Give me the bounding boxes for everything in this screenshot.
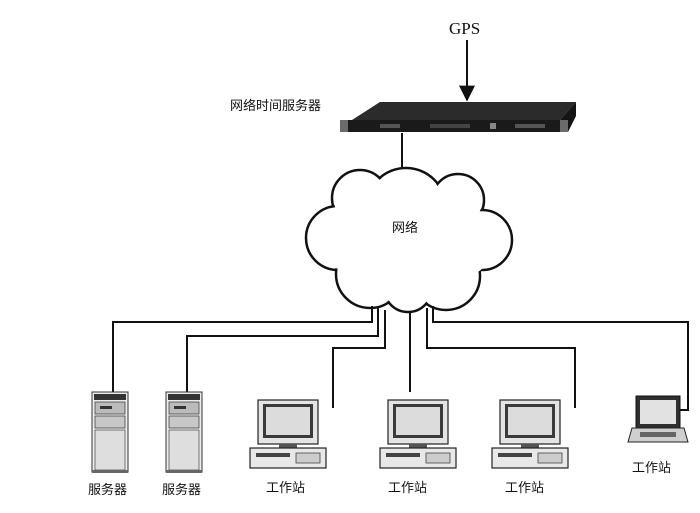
- network-label: 网络: [392, 221, 419, 236]
- device-label: 工作站: [505, 481, 545, 496]
- device-label: 服务器: [162, 483, 202, 498]
- device-label: 服务器: [88, 483, 128, 498]
- device-label: 工作站: [388, 481, 428, 496]
- device-label: 工作站: [632, 461, 672, 476]
- workstation-1: [249, 399, 327, 469]
- workstation-3: [491, 399, 569, 469]
- server-tower-1: [91, 391, 129, 473]
- laptop: [627, 395, 689, 443]
- gps-label: GPS: [449, 19, 481, 38]
- device-label: 工作站: [266, 481, 306, 496]
- time-server-label: 网络时间服务器: [230, 99, 322, 114]
- server-tower-2: [165, 391, 203, 473]
- time-server-device: [340, 102, 576, 132]
- workstation-2: [379, 399, 457, 469]
